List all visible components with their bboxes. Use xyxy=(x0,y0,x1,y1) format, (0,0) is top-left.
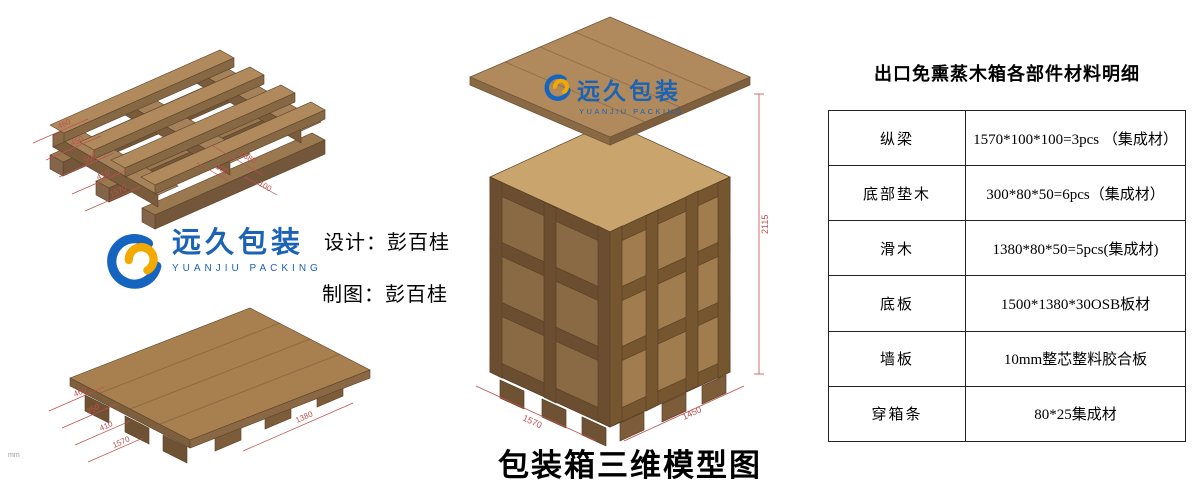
dimension-label: 1380 xyxy=(294,409,314,425)
page-title: 包装箱三维模型图 xyxy=(498,448,762,483)
lid-logo: 远久包装 YUANJIU PACKING xyxy=(544,74,684,116)
part-spec-cell: 1570*100*100=3pcs （集成材） xyxy=(965,109,1186,167)
dimension-label: 410 xyxy=(98,419,114,433)
lid-logo-chinese: 远久包装 xyxy=(577,78,681,104)
part-spec-cell: 300*80*50=6pcs（集成材） xyxy=(965,165,1186,222)
logo-english-name: YUANJIU PACKING xyxy=(172,262,322,274)
part-spec-cell: 1380*80*50=5pcs(集成材) xyxy=(965,220,1186,277)
materials-table: 纵梁 1570*100*100=3pcs （集成材） 底部垫木 300*80*5… xyxy=(828,109,1186,443)
part-spec-cell: 10mm整芯整料胶合板 xyxy=(965,330,1186,387)
pallet-frame-wood xyxy=(49,49,326,230)
crate-body xyxy=(489,121,731,447)
table-row: 纵梁 1570*100*100=3pcs （集成材） xyxy=(828,109,1186,167)
part-name-cell: 穿箱条 xyxy=(828,385,966,443)
unit-note: mm xyxy=(8,452,20,459)
lid-logo-english: YUANJIU PACKING xyxy=(579,107,684,116)
company-logo: 远久包装 YUANJIU PACKING xyxy=(104,227,322,292)
table-row: 滑木 1380*80*50=5pcs(集成材) xyxy=(828,220,1186,277)
part-name-cell: 滑木 xyxy=(828,220,966,277)
crate-lid xyxy=(468,16,752,146)
logo-swirl-icon xyxy=(544,74,571,101)
dimension-lines xyxy=(32,118,278,212)
designer-credit: 设计：彭百桂 xyxy=(324,232,450,254)
part-name-cell: 底部垫木 xyxy=(828,165,966,222)
table-row: 穿箱条 80*25集成材 xyxy=(828,385,1186,443)
wood-grain xyxy=(99,322,341,425)
part-name-cell: 底板 xyxy=(828,275,966,332)
wood-grain xyxy=(504,31,716,123)
draftsman-credit: 制图：彭百桂 xyxy=(322,284,448,306)
crate-drawing: 远久包装 YUANJIU PACKING 2115 1450 1570 xyxy=(468,16,770,447)
part-name-cell: 墙板 xyxy=(828,330,966,387)
part-spec-cell: 1500*1380*30OSB板材 xyxy=(965,275,1186,332)
dimension-lines xyxy=(48,386,354,463)
pallet-board-wood xyxy=(69,307,371,464)
pallet-frame-drawing: 460 450 500 410 1570 100 1380 100 xyxy=(32,49,326,230)
table-row: 墙板 10mm整芯整料胶合板 xyxy=(828,330,1186,387)
table-row: 底部垫木 300*80*50=6pcs（集成材） xyxy=(828,165,1186,222)
logo-swirl-icon xyxy=(107,234,162,289)
part-spec-cell: 80*25集成材 xyxy=(965,385,1186,443)
table-row: 底板 1500*1380*30OSB板材 xyxy=(828,275,1186,332)
pallet-board-drawing: 460 350 410 1570 1380 xyxy=(48,307,371,464)
logo-chinese-name: 远久包装 xyxy=(172,227,305,259)
part-name-cell: 纵梁 xyxy=(828,109,966,167)
materials-table-title: 出口免熏蒸木箱各部件材料明细 xyxy=(874,64,1140,84)
dimension-lines xyxy=(475,93,764,442)
dimension-label: 2115 xyxy=(760,215,770,234)
